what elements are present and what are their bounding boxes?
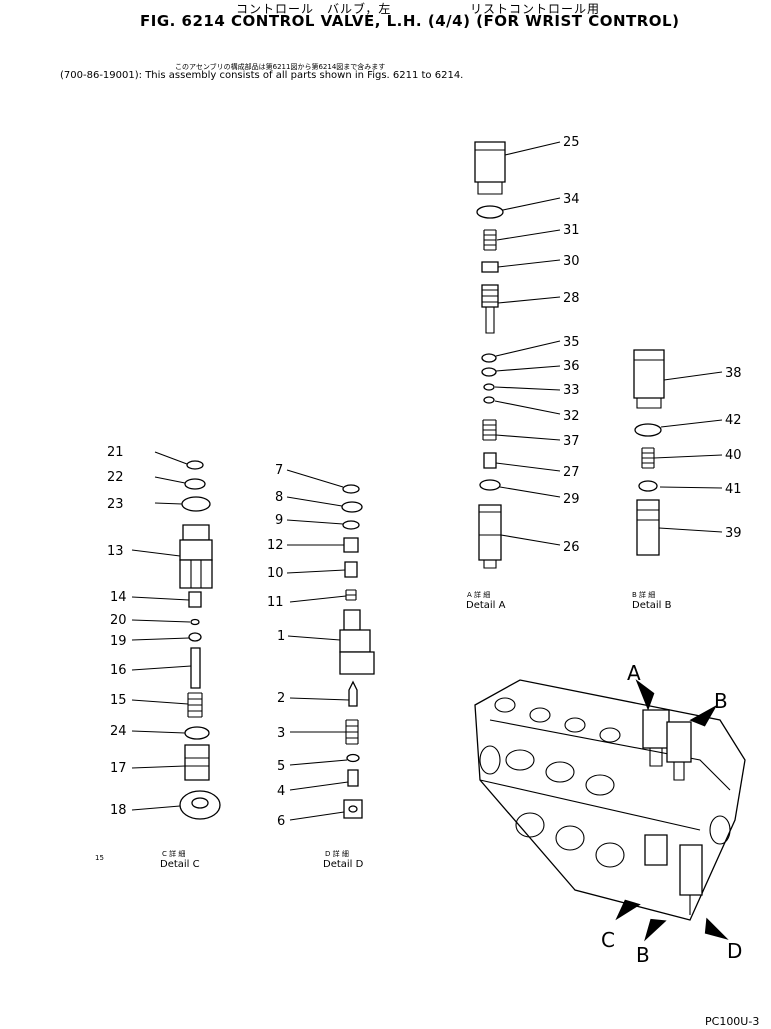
model-code: PC100U-3 bbox=[705, 1015, 760, 1028]
figure-title: FIG. 6214 CONTROL VALVE, L.H. (4/4) (FOR… bbox=[140, 12, 680, 30]
part-label-41: 41 bbox=[725, 482, 742, 497]
part-label-34: 34 bbox=[563, 192, 580, 207]
part-label-20: 20 bbox=[110, 613, 127, 628]
part-label-8: 8 bbox=[275, 490, 283, 505]
view-letter-b-bottom: B bbox=[636, 943, 650, 967]
view-letters: A B C B D bbox=[601, 661, 742, 967]
part-label-7: 7 bbox=[275, 463, 283, 478]
detail-c-caption: Detail C bbox=[160, 859, 200, 870]
view-arrows bbox=[615, 679, 729, 942]
control-valve-assembly bbox=[474, 679, 746, 921]
detail-c-parts bbox=[131, 451, 221, 820]
part-label-32: 32 bbox=[563, 409, 580, 424]
part-label-21: 21 bbox=[107, 445, 124, 460]
part-label-15: 15 bbox=[110, 693, 127, 708]
part-label-18: 18 bbox=[110, 803, 127, 818]
detail-a-caption: Detail A bbox=[466, 600, 506, 611]
title-japanese-suffix: リストコントロール用 bbox=[470, 2, 601, 16]
part-label-5: 5 bbox=[277, 759, 285, 774]
part-label-26: 26 bbox=[563, 540, 580, 555]
part-label-19: 19 bbox=[110, 634, 127, 649]
view-letter-b: B bbox=[714, 689, 728, 713]
detail-b-parts bbox=[633, 349, 723, 556]
part-label-39: 39 bbox=[725, 526, 742, 541]
stray-mark: 15 bbox=[95, 854, 104, 862]
part-label-1: 1 bbox=[277, 629, 285, 644]
detail-b-caption-jp: B 詳 細 bbox=[632, 590, 655, 599]
part-label-28: 28 bbox=[563, 291, 580, 306]
part-label-42: 42 bbox=[725, 413, 742, 428]
part-label-29: 29 bbox=[563, 492, 580, 507]
part-label-22: 22 bbox=[107, 470, 124, 485]
part-label-10: 10 bbox=[267, 566, 284, 581]
part-label-16: 16 bbox=[110, 663, 127, 678]
part-label-2: 2 bbox=[277, 691, 285, 706]
detail-c-caption-jp: C 詳 細 bbox=[162, 849, 185, 858]
detail-d-caption-jp: D 詳 細 bbox=[325, 849, 349, 858]
part-label-31: 31 bbox=[563, 223, 580, 238]
part-label-11: 11 bbox=[267, 595, 284, 610]
assembly-note: (700-86-19001): This assembly consists o… bbox=[60, 70, 464, 81]
part-label-6: 6 bbox=[277, 814, 285, 829]
detail-a-parts bbox=[474, 141, 561, 569]
part-label-14: 14 bbox=[110, 590, 127, 605]
view-letter-d: D bbox=[727, 939, 742, 963]
part-label-13: 13 bbox=[107, 544, 124, 559]
view-letter-c: C bbox=[601, 928, 615, 952]
part-number-labels: 25 34 31 30 28 35 36 33 32 37 27 29 26 3… bbox=[107, 135, 742, 829]
part-label-37: 37 bbox=[563, 434, 580, 449]
detail-b-caption: Detail B bbox=[632, 600, 672, 611]
part-label-25: 25 bbox=[563, 135, 580, 150]
part-label-24: 24 bbox=[110, 724, 127, 739]
detail-d-caption: Detail D bbox=[323, 859, 364, 870]
assembly-note-japanese: このアセンブリの構成部品は第6211図から第6214図まで含みます bbox=[175, 63, 386, 71]
part-label-9: 9 bbox=[275, 513, 283, 528]
part-label-33: 33 bbox=[563, 383, 580, 398]
detail-a-caption-jp: A 詳 細 bbox=[467, 590, 490, 599]
title-japanese: コントロール バルブ，左 bbox=[236, 2, 392, 16]
part-label-27: 27 bbox=[563, 465, 580, 480]
view-letter-a: A bbox=[627, 661, 641, 685]
part-label-35: 35 bbox=[563, 335, 580, 350]
part-label-23: 23 bbox=[107, 497, 124, 512]
part-label-36: 36 bbox=[563, 359, 580, 374]
part-label-3: 3 bbox=[277, 726, 285, 741]
part-label-4: 4 bbox=[277, 784, 285, 799]
detail-captions: A 詳 細 Detail A B 詳 細 Detail B C 詳 細 Deta… bbox=[95, 590, 672, 870]
part-label-38: 38 bbox=[725, 366, 742, 381]
part-label-17: 17 bbox=[110, 761, 127, 776]
part-label-12: 12 bbox=[267, 538, 284, 553]
part-label-30: 30 bbox=[563, 254, 580, 269]
part-label-40: 40 bbox=[725, 448, 742, 463]
detail-d-parts bbox=[286, 469, 375, 821]
